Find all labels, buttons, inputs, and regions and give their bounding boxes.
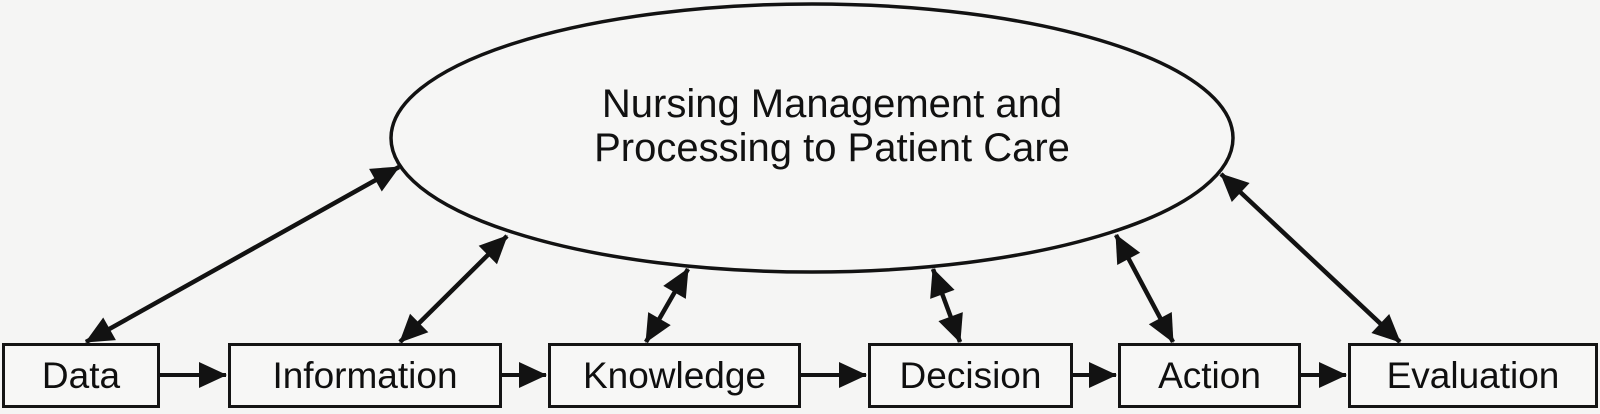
ellipse-title: Nursing Management and Processing to Pat… bbox=[512, 82, 1152, 170]
node-action: Action bbox=[1118, 343, 1301, 408]
node-action-label: Action bbox=[1158, 354, 1261, 396]
node-data-label: Data bbox=[41, 354, 121, 396]
arrow-data-ellipse bbox=[84, 165, 401, 344]
arrow-decision-ellipse bbox=[930, 268, 963, 343]
arrow-evaluation-ellipse bbox=[1219, 172, 1402, 344]
node-knowledge: Knowledge bbox=[548, 343, 801, 408]
arrow-knowledge-ellipse bbox=[644, 267, 690, 344]
arrow-action-ellipse bbox=[1114, 233, 1175, 344]
node-decision-label: Decision bbox=[899, 354, 1042, 396]
node-decision: Decision bbox=[868, 343, 1073, 408]
nursing-management-ellipse bbox=[389, 2, 1235, 274]
node-information: Information bbox=[228, 343, 502, 408]
node-evaluation-label: Evaluation bbox=[1386, 354, 1560, 396]
node-knowledge-label: Knowledge bbox=[582, 354, 767, 396]
ellipse-title-line2: Processing to Patient Care bbox=[594, 126, 1070, 170]
node-evaluation: Evaluation bbox=[1348, 343, 1598, 408]
node-information-label: Information bbox=[272, 354, 458, 396]
ellipse-title-line1: Nursing Management and bbox=[601, 82, 1063, 126]
arrow-information-ellipse bbox=[398, 234, 509, 344]
node-data: Data bbox=[2, 343, 160, 408]
